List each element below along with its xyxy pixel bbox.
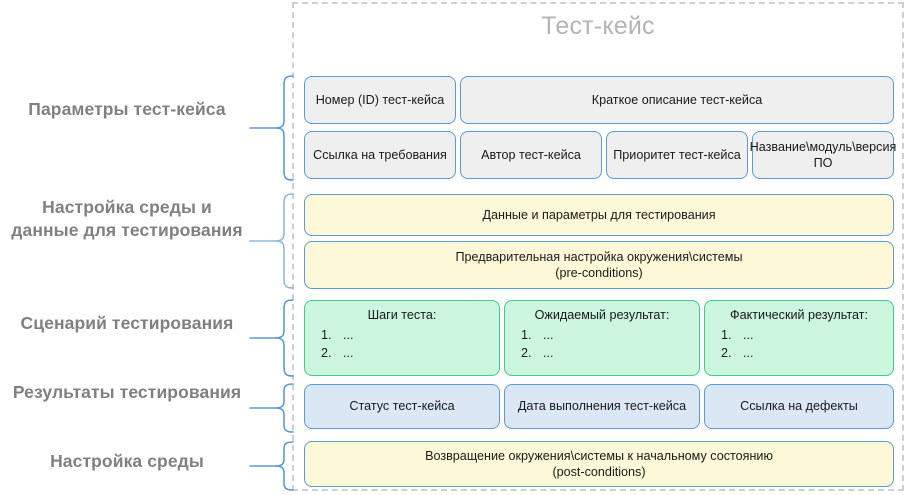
box-priority[interactable]: Приоритет тест-кейса <box>606 131 748 179</box>
list-item: ... <box>535 344 699 362</box>
preconditions-line-1: Предварительная настройка окружения\сист… <box>455 249 743 264</box>
box-expected-result[interactable]: Ожидаемый результат: ... ... <box>504 300 700 376</box>
box-preconditions[interactable]: Предварительная настройка окружения\сист… <box>304 241 894 289</box>
box-test-data[interactable]: Данные и параметры для тестирования <box>304 194 894 236</box>
actual-result-list: ... ... <box>705 326 893 363</box>
list-item: ... <box>735 344 893 362</box>
page-title: Тест-кейс <box>541 12 655 40</box>
brace-scenario <box>248 298 294 378</box>
actual-result-heading: Фактический результат: <box>730 308 868 322</box>
box-author[interactable]: Автор тест-кейса <box>460 131 602 179</box>
expected-result-list: ... ... <box>505 326 699 363</box>
preconditions-line-2: (pre-conditions) <box>555 266 643 280</box>
list-item: ... <box>335 326 499 344</box>
box-test-steps[interactable]: Шаги теста: ... ... <box>304 300 500 376</box>
list-item: ... <box>535 326 699 344</box>
expected-result-heading: Ожидаемый результат: <box>534 308 670 322</box>
section-label-environment: Настройка среды и данные для тестировани… <box>11 197 243 241</box>
postconditions-line-2: (post-conditions) <box>552 465 646 479</box>
list-item: ... <box>735 326 893 344</box>
box-module-version[interactable]: Название\модуль\версия ПО <box>750 131 896 179</box>
section-label-scenario: Сценарий тестирования <box>20 313 234 333</box>
brace-teardown <box>248 440 294 492</box>
box-status[interactable]: Статус тест-кейса <box>304 384 500 429</box>
brace-environment <box>248 192 294 290</box>
brace-parameters <box>248 74 294 182</box>
box-test-case-id[interactable]: Номер (ID) тест-кейса <box>304 76 456 124</box>
box-actual-result[interactable]: Фактический результат: ... ... <box>704 300 894 376</box>
list-item: ... <box>335 344 499 362</box>
box-postconditions[interactable]: Возвращение окружения\системы к начально… <box>304 441 894 487</box>
box-short-description[interactable]: Краткое описание тест-кейса <box>460 76 894 124</box>
brace-results <box>248 382 294 434</box>
test-case-frame <box>292 2 904 491</box>
section-label-results: Результаты тестирования <box>12 382 242 402</box>
box-defects-link[interactable]: Ссылка на дефекты <box>704 384 894 429</box>
section-label-parameters: Параметры тест-кейса <box>28 99 226 119</box>
test-steps-list: ... ... <box>305 326 499 363</box>
section-label-teardown: Настройка среды <box>50 451 204 471</box>
box-requirements-link[interactable]: Ссылка на требования <box>304 131 456 179</box>
test-steps-heading: Шаги теста: <box>367 308 437 322</box>
postconditions-line-1: Возвращение окружения\системы к начально… <box>425 448 773 463</box>
box-execution-date[interactable]: Дата выполнения тест-кейса <box>504 384 700 429</box>
